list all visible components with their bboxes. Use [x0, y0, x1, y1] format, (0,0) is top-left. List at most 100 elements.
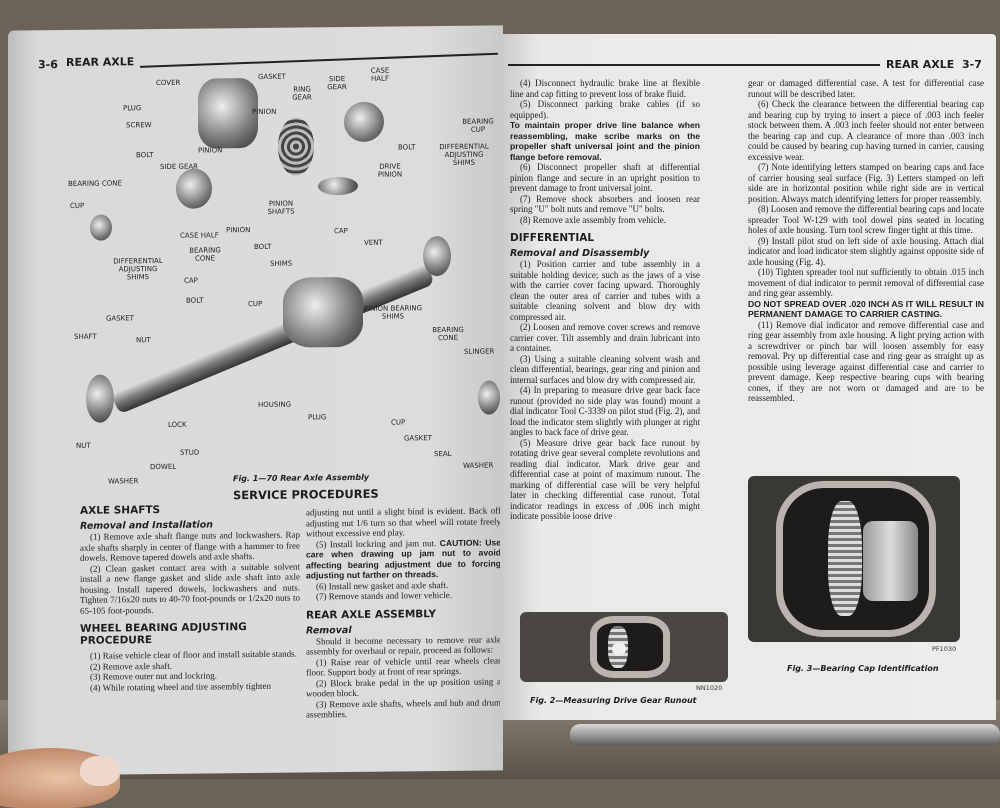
- paragraph: adjusting nut until a slight bind is evi…: [306, 505, 501, 539]
- paragraph: (4) In preparing to measure drive gear b…: [510, 385, 700, 437]
- exploded-diagram: COVER GASKET PLUG SCREW RING GEAR SIDE G…: [8, 25, 503, 486]
- paragraph: (3) Remove axle shafts, wheels and hub a…: [306, 696, 501, 720]
- ring-gear-part: [278, 117, 314, 176]
- page-number: 3-7: [962, 58, 982, 71]
- label-gasket: GASKET: [404, 434, 432, 443]
- heading-axle-shafts: AXLE SHAFTS: [80, 503, 161, 517]
- fig3-caption: Fig. 3—Bearing Cap Identification: [787, 664, 939, 673]
- label-case-half: CASE HALF: [180, 231, 219, 240]
- label-cap: CAP: [334, 227, 348, 236]
- header-rule: [140, 52, 498, 68]
- label-screw: SCREW: [126, 121, 152, 130]
- label-cup: CUP: [70, 201, 85, 210]
- label-side-gear: SIDE GEAR: [160, 162, 199, 172]
- left-column-1: AXLE SHAFTS Removal and Installation (1)…: [80, 496, 300, 693]
- fig3-code: PF1030: [932, 645, 957, 653]
- case-half-part: [344, 101, 384, 143]
- paragraph: (5) Install lockring and jam nut.: [316, 537, 437, 549]
- pinion-flange-part: [478, 380, 500, 415]
- paragraph: (2) Block brake pedal in the up position…: [306, 675, 501, 699]
- label-side-gear: SIDE GEAR: [327, 75, 347, 92]
- label-pinion: PINION: [252, 107, 277, 117]
- label-differential-adjusting-shims: DIFFERENTIAL ADJUSTING SHIMS: [439, 142, 489, 167]
- page-number: 3-6: [38, 58, 58, 72]
- label-seal: SEAL: [434, 449, 452, 459]
- paragraph: (5) Measure drive gear back face runout …: [510, 437, 700, 522]
- shaft-flange-part: [86, 374, 114, 423]
- label-case-half: CASE HALF: [370, 66, 390, 83]
- running-head: REAR AXLE: [66, 55, 135, 69]
- paragraph: (8) Remove axle assembly from vehicle.: [520, 214, 666, 225]
- drive-pinion-part: [318, 176, 358, 196]
- label-dowel: DOWEL: [150, 462, 177, 472]
- label-gasket: GASKET: [258, 72, 286, 81]
- thumbnail: [80, 756, 120, 786]
- label-bearing-cone: BEARING CONE: [68, 179, 122, 188]
- label-bolt: BOLT: [186, 296, 204, 305]
- label-bearing-cone: BEARING CONE: [432, 325, 464, 343]
- warning-text: DO NOT SPREAD OVER .020 INCH AS IT WILL …: [748, 298, 984, 320]
- paragraph: (7) Remove shock absorbers and loosen re…: [510, 193, 700, 215]
- note-text: To maintain proper drive line balance wh…: [510, 120, 700, 162]
- paragraph: (1) Raise rear of vehicle until rear whe…: [306, 654, 501, 678]
- label-washer: WASHER: [463, 461, 494, 470]
- label-bearing-cup: BEARING CUP: [462, 117, 494, 134]
- paragraph: (1) Remove axle shaft flange nuts and lo…: [80, 529, 300, 563]
- axle-housing-tube: [111, 263, 435, 415]
- ring-gear: [828, 501, 862, 616]
- cup-part: [90, 214, 112, 241]
- right-page: REAR AXLE 3-7 (4) Disconnect hydraulic b…: [500, 34, 996, 720]
- label-cup: CUP: [391, 418, 406, 427]
- housing-part: [283, 276, 363, 348]
- label-shims: SHIMS: [270, 259, 293, 268]
- heading-rear-axle-assembly: REAR AXLE ASSEMBLY: [306, 607, 436, 621]
- label-plug: PLUG: [308, 413, 327, 422]
- heading-wheel-bearing: WHEEL BEARING ADJUSTING PROCEDURE: [80, 621, 247, 647]
- label-pinion: PINION: [226, 226, 251, 235]
- paragraph: (6) Disconnect propeller shaft at differ…: [510, 162, 700, 193]
- label-bolt: BOLT: [136, 151, 154, 160]
- label-housing: HOUSING: [258, 400, 292, 409]
- label-stud: STUD: [180, 448, 200, 457]
- paragraph: (6) Check the clearance between the diff…: [748, 99, 984, 162]
- label-pinion-bearing-shims: PINION BEARING SHIMS: [363, 304, 423, 321]
- label-cover: COVER: [156, 78, 181, 88]
- dial-indicator: [612, 642, 626, 656]
- label-bearing-cone: BEARING CONE: [189, 246, 221, 263]
- pen: [570, 724, 1000, 746]
- paragraph: (9) Install pilot stud on left side of a…: [748, 235, 984, 267]
- case-half-part: [176, 168, 212, 209]
- paragraph: (3) Using a suitable cleaning solvent wa…: [510, 353, 700, 385]
- label-gasket: GASKET: [106, 314, 134, 323]
- label-cup: CUP: [248, 299, 263, 309]
- figure-caption: Fig. 1—70 Rear Axle Assembly: [233, 472, 370, 484]
- left-page: 3-6 REAR AXLE COVER GASKET PLUG SCREW RI…: [8, 25, 503, 776]
- paragraph: (10) Tighten spreader tool nut sufficien…: [748, 267, 984, 298]
- label-ring-gear: RING GEAR: [292, 85, 312, 102]
- fig2-photo: [520, 612, 728, 682]
- paragraph: (4) Disconnect hydraulic brake line at f…: [510, 78, 700, 99]
- fig2-caption: Fig. 2—Measuring Drive Gear Runout: [530, 696, 697, 705]
- left-column-2: adjusting nut until a slight bind is evi…: [306, 505, 501, 720]
- fig3-photo: [748, 476, 960, 642]
- cover-part: [198, 77, 258, 149]
- paragraph: (2) Loosen and remove cover screws and r…: [510, 322, 700, 353]
- header-rule: [508, 64, 880, 66]
- label-pinion-shafts: PINION SHAFTS: [267, 199, 295, 216]
- paragraph: (7) Remove stands and lower vehicle.: [316, 589, 452, 602]
- label-drive-pinion: DRIVE PINION: [377, 162, 403, 179]
- label-vent: VENT: [364, 238, 383, 247]
- differential-case: [863, 521, 918, 601]
- paragraph: gear or damaged differential case. A tes…: [748, 78, 984, 99]
- carrier-housing: [590, 616, 670, 678]
- subheading-removal-disassembly: Removal and Disassembly: [510, 248, 650, 259]
- label-pinion: PINION: [198, 146, 223, 155]
- label-nut: NUT: [76, 441, 91, 450]
- paragraph: (4) While rotating wheel and tire assemb…: [90, 680, 272, 693]
- right-column-2: gear or damaged differential case. A tes…: [748, 78, 984, 404]
- label-slinger: SLINGER: [464, 347, 495, 356]
- label-plug: PLUG: [123, 104, 142, 113]
- paragraph: (2) Clean gasket contact area with a sui…: [80, 561, 300, 616]
- label-nut: NUT: [136, 336, 151, 345]
- heading-differential: DIFFERENTIAL: [510, 232, 595, 244]
